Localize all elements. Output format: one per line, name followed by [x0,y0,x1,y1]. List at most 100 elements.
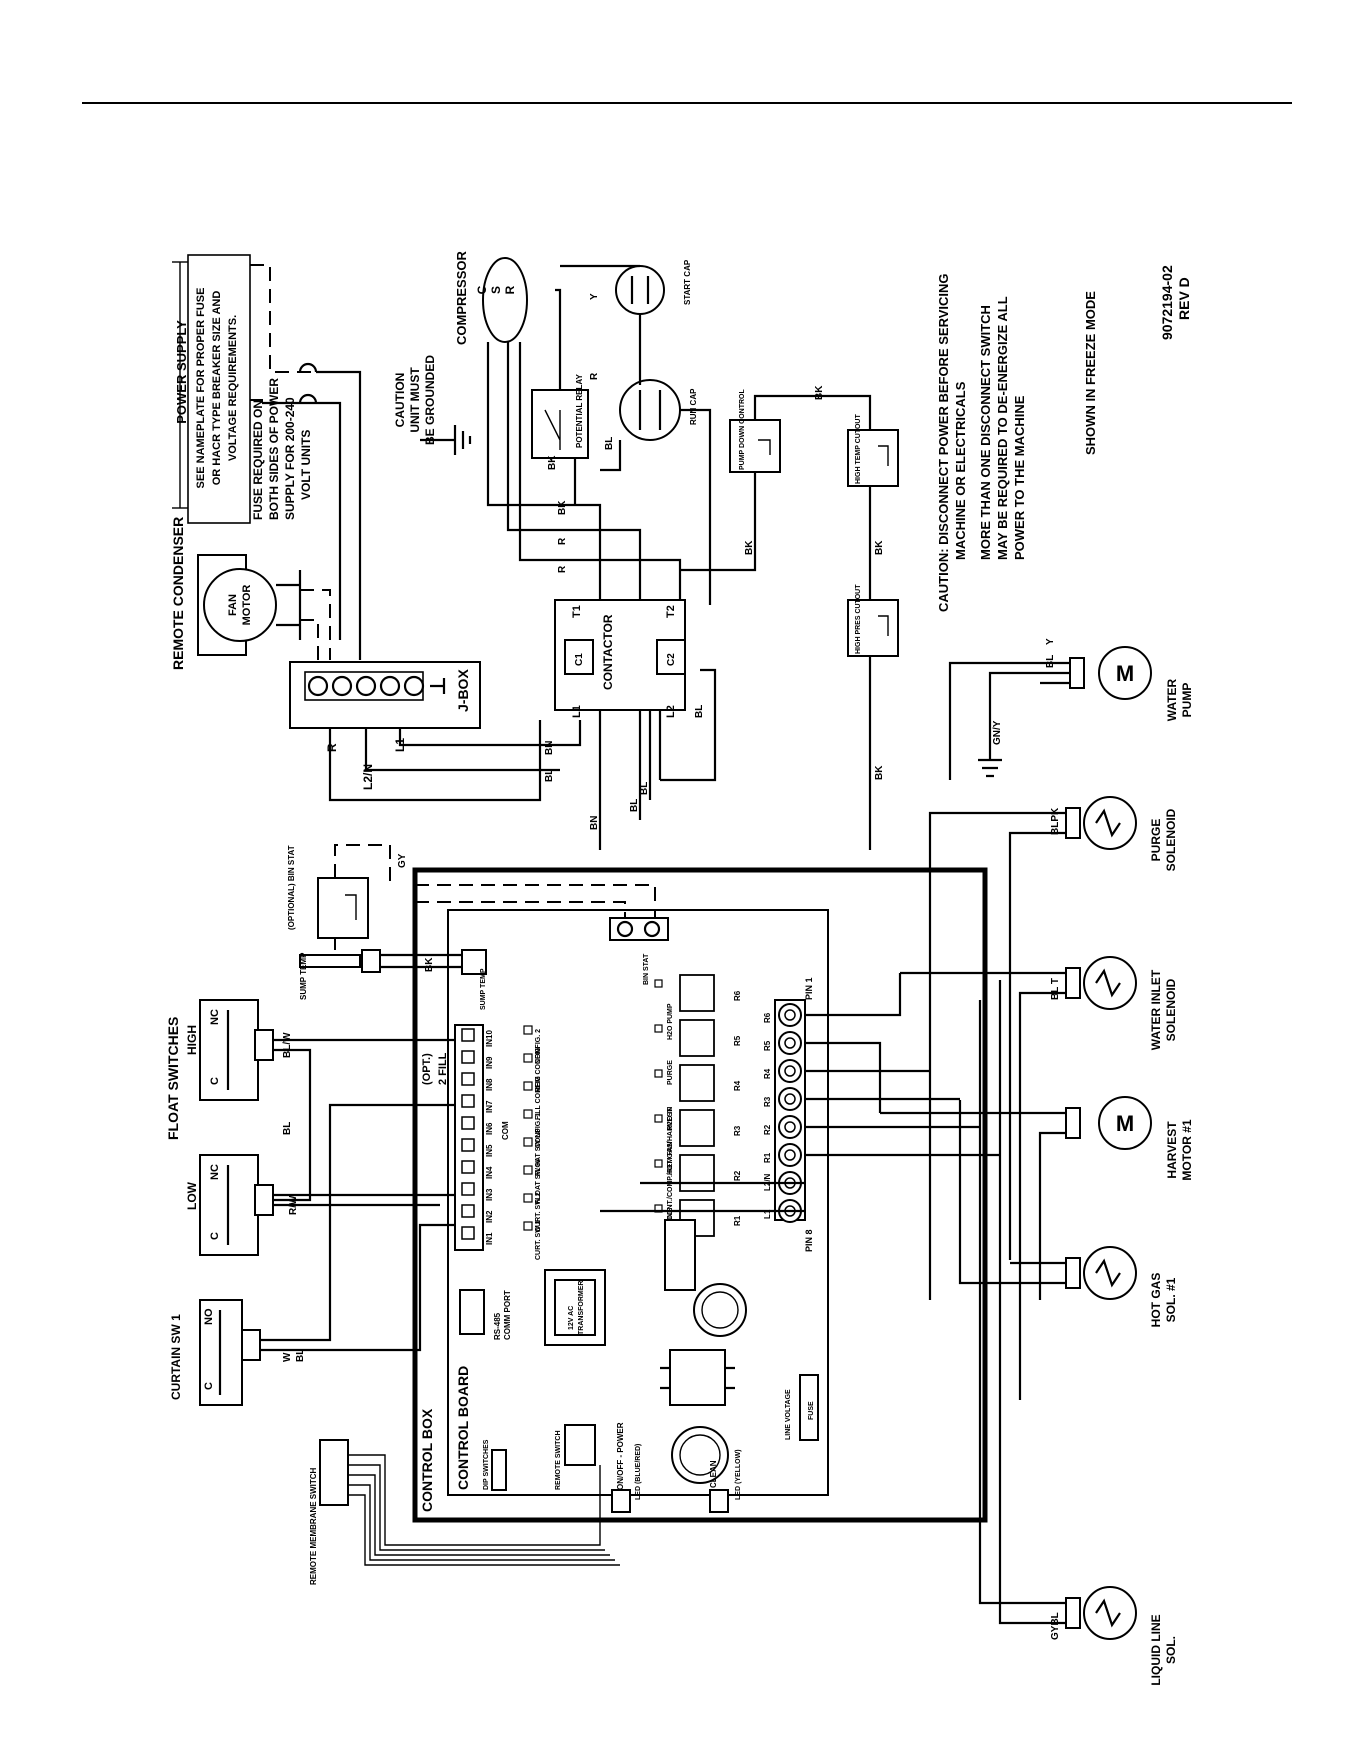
line-voltage-label: LINE VOLTAGE [785,1389,792,1440]
rs485-label-1: RS-485 [493,1312,502,1340]
caution-line-5: POWER TO THE MACHINE [1012,395,1027,560]
water-inlet-solenoid: WATER INLET SOLENOID [1065,956,1178,1050]
wire-code-bl-float: BL [282,1122,293,1135]
relay-label: R2 [733,1170,742,1181]
control-board [447,909,829,1496]
output-terminal-label: R1 [763,1152,772,1163]
caution-line-1: CAUTION: DISCONNECT POWER BEFORE SERVICI… [936,273,951,612]
input-pin-label: IN7 [485,1100,494,1113]
transformer: 12V AC TRANSFORMER [544,1269,606,1346]
input-name-label: CURT. SW 1 [535,1220,542,1260]
input-indicator [523,1109,533,1119]
input-name-label: CONFIG. 2 [535,1029,542,1064]
bin-stat-label: (OPTIONAL) BIN STAT [287,845,296,930]
potential-relay: POTENTIAL RELAY [531,374,589,459]
power-note-2: OR HACR TYPE BREAKER SIZE AND [211,291,223,486]
control-board-label: CONTROL BOARD [455,1366,471,1490]
pump-down-label: PUMP DOWN CONTROL [739,389,746,470]
wire-code-bk-pd: BK [814,385,825,400]
header-rule [82,102,1292,104]
ground-note-1: CAUTION [393,373,407,428]
input-name-label: CONFIG. 1 [535,1113,542,1148]
wire-code-w: W [282,1352,293,1362]
relay-indicator [654,1114,663,1123]
harvest-motor-symbol: M [1116,1111,1134,1136]
wire-code-r-2: R [557,565,568,573]
output-terminal [778,1031,802,1055]
wire-code-gny: GN/Y [992,720,1003,745]
curtain-label: CURTAIN SW 1 [169,1314,183,1400]
fan-motor-label-2: MOTOR [241,585,253,626]
wire-code-rw: R/W [288,1195,299,1215]
center-component [669,1349,726,1406]
bin-stat-board-label: BIN STAT [643,953,650,985]
harvest-motor: M HARVEST MOTOR #1 [1065,1096,1194,1181]
wire-code-bn-down: BN [589,816,600,830]
start-cap-label: START CAP [683,259,692,305]
float-low-c: C [209,1232,221,1240]
pin8-label: PIN 8 [804,1229,814,1252]
jbox-wire-r: R [325,743,339,752]
compressor: C S R COMPRESSOR [454,250,528,345]
wire-code-y-cap: Y [589,293,600,300]
transformer-label-2: TRANSFORMER [578,1281,585,1335]
input-pin [461,1138,475,1152]
led-blue-label: LED (BLUE/RED) [635,1444,642,1500]
output-terminal [778,1059,802,1083]
on-off-label: ON/OFF - POWER [616,1422,625,1490]
optional-bin-stat: (OPTIONAL) BIN STAT [287,845,369,939]
wire-code-bl-curtain: BL [295,1349,306,1362]
hot-gas-label-2: SOL. #1 [1164,1277,1178,1322]
curtain-switch: CURTAIN SW 1 C NO [169,1299,261,1406]
fuse-note-4: VOLT UNITS [299,430,313,500]
line-voltage-fuse: LINE VOLTAGE FUSE [785,1374,819,1441]
dip-switches: DIP SWITCHES [483,1439,507,1491]
contactor: C1 C2 CONTACTOR T1 T2 L1 L2 [554,599,686,718]
caution-notes: CAUTION: DISCONNECT POWER BEFORE SERVICI… [936,265,1192,612]
remote-switch-header: REMOTE SWITCH [555,1424,596,1490]
contactor-l2: L2 [665,705,677,718]
fuse-label: FUSE [808,1401,815,1420]
input-indicator [523,1193,533,1203]
input-pin [461,1116,475,1130]
water-pump-motor-symbol: M [1116,661,1134,686]
com-label: COM [501,1121,510,1140]
float-low-label: LOW [185,1181,199,1210]
caution-line-2: MACHINE OR ELECTRICALS [953,381,968,560]
contactor-c2: C2 [666,653,677,666]
liquid-line-label-1: LIQUID LINE [1149,1614,1163,1685]
ground-note: CAUTION UNIT MUST BE GROUNDED [393,355,472,455]
wire-code-bl-relay: BL [604,437,615,450]
fuse-note-1: FUSE REQUIRED ON [251,400,265,520]
high-pres-cutout: HIGH PRES CUTOUT [847,584,899,657]
input-pin-label: IN1 [485,1232,494,1245]
rs485-label-2: COMM PORT [503,1290,512,1340]
curtain-c: C [203,1382,215,1390]
relay-name-label: PURGE [667,1060,674,1085]
contactor-label: CONTACTOR [601,614,615,690]
remote-membrane-switch: REMOTE MEMBRANE SWITCH [309,1439,349,1585]
pin1-label: PIN 1 [804,977,814,1000]
ground-note-3: BE GROUNDED [423,355,437,445]
purge-sol-label-2: SOLENOID [1164,808,1178,871]
relay-r7-block [664,1219,696,1291]
water-pump-label-2: PUMP [1180,683,1194,718]
purge-sol-label-1: PURGE [1149,819,1163,862]
purge-solenoid: PURGE SOLENOID [1065,796,1178,871]
drawing-revision: REV D [1176,277,1192,320]
input-indicator [523,1221,533,1231]
relay-block [679,1019,715,1057]
relay-indicator [654,1159,663,1168]
remote-condenser-title: REMOTE CONDENSER [170,517,186,670]
float-high-nc: NC [209,1009,221,1025]
high-pres-label: HIGH PRES CUTOUT [855,584,862,654]
input-pin [461,1050,475,1064]
fuse-note-2: BOTH SIDES OF POWER [267,378,281,520]
input-pin-label: IN9 [485,1056,494,1069]
output-terminal [778,1087,802,1111]
contactor-c1: C1 [574,653,585,666]
power-note-3: VOLTAGE REQUIREMENTS. [227,315,239,461]
drawing-number: 9072194-02 [1159,265,1175,340]
